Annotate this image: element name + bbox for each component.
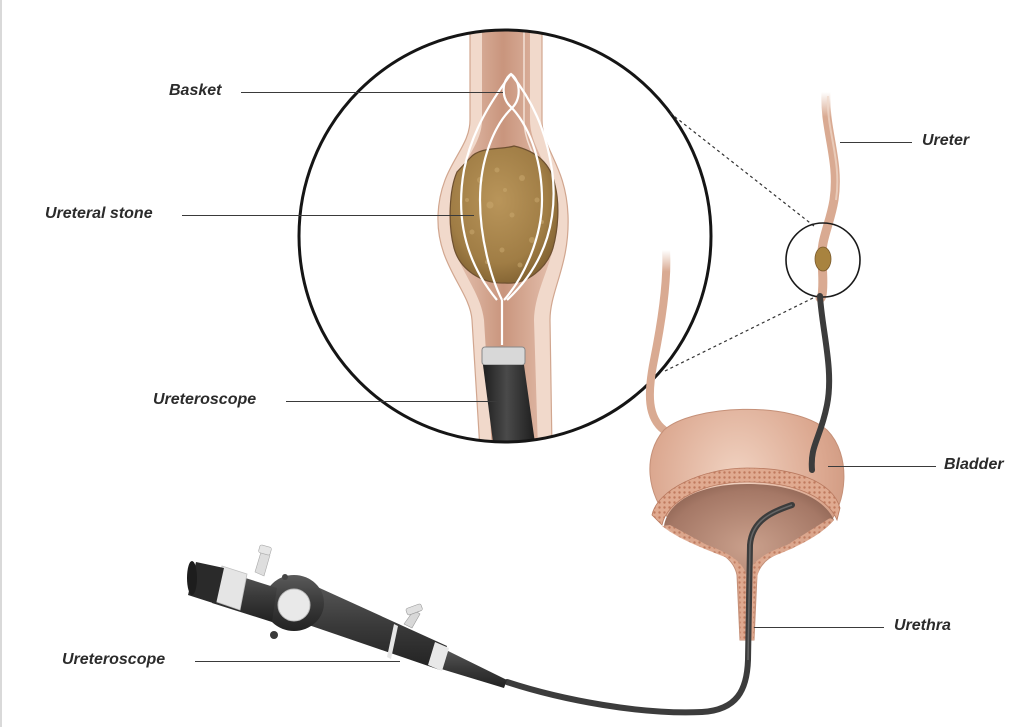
label-ureteral-stone: Ureteral stone <box>45 205 153 222</box>
basket-wires <box>460 72 555 345</box>
bladder-wall-cut <box>651 467 841 526</box>
label-bladder: Bladder <box>944 456 1004 473</box>
scope-tip-ring <box>481 346 526 366</box>
label-ureteroscope-device: Ureteroscope <box>62 651 166 668</box>
zoom-connector-top <box>669 112 815 227</box>
scope-cable-upper <box>808 293 833 473</box>
label-basket: Basket <box>169 82 222 99</box>
leader-ureteroscope-inset <box>286 401 498 402</box>
magnifier-circle <box>297 28 713 444</box>
label-ureteroscope-inset: Ureteroscope <box>153 391 257 408</box>
leader-ureteral-stone <box>182 215 474 216</box>
scope-knob <box>270 631 278 639</box>
label-urethra: Urethra <box>894 617 951 634</box>
leader-basket <box>241 92 503 93</box>
light-port <box>277 588 311 622</box>
scope-shaft-inset <box>483 365 536 442</box>
stone-small <box>814 246 832 272</box>
label-ureter: Ureter <box>922 132 970 149</box>
ureteroscope-device <box>187 544 507 688</box>
leader-urethra <box>754 627 884 628</box>
left-ureter <box>645 246 671 434</box>
magnified-inset <box>437 30 569 442</box>
right-ureter <box>815 87 840 303</box>
leader-bladder <box>828 466 936 467</box>
leader-ureteroscope-device <box>195 661 400 662</box>
leader-ureter <box>840 142 912 143</box>
